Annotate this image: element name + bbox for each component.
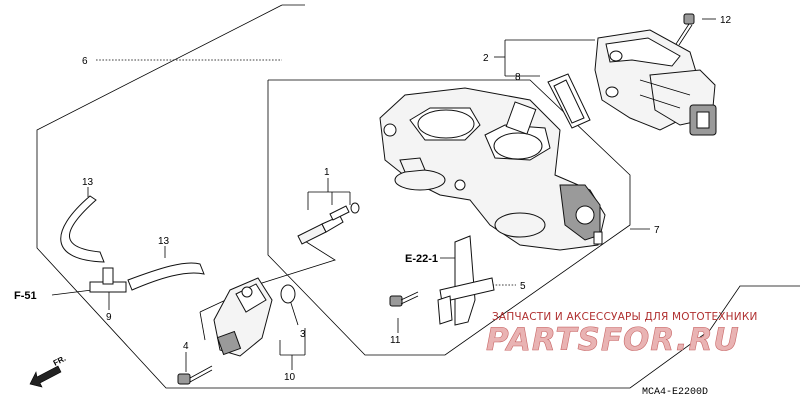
- callout-12: 12: [720, 15, 732, 26]
- front-direction-arrow-icon: FR.: [29, 354, 68, 388]
- assembly-outline-6: [36, 4, 800, 389]
- gasket: [547, 73, 591, 129]
- bracket: [437, 235, 495, 326]
- screw-12: [675, 13, 695, 46]
- callout-5: 5: [520, 281, 526, 292]
- callout-13b: 13: [158, 236, 170, 247]
- ref-e-22-1: E-22-1: [405, 253, 438, 265]
- callout-8: 8: [515, 72, 521, 83]
- callout-2: 2: [483, 53, 489, 64]
- watermark-logo: PARTSFOR.RU: [486, 322, 740, 358]
- callout-7: 7: [654, 225, 660, 236]
- callouts: 1 2 3 4 5 6 7 8 9 10 11 12 13 13: [82, 15, 732, 383]
- ref-f-51: F-51: [14, 290, 37, 302]
- diagram-code: MCA4-E2200D: [642, 387, 708, 398]
- callout-4: 4: [183, 341, 189, 352]
- callout-11: 11: [390, 335, 401, 346]
- throttle-position-sensor: [213, 277, 296, 357]
- leader-lines: [51, 18, 716, 372]
- callout-6: 6: [82, 56, 88, 67]
- callout-13a: 13: [82, 177, 94, 188]
- callout-9: 9: [106, 312, 112, 323]
- vacuum-hoses: [60, 195, 205, 291]
- hose-joint: [89, 267, 127, 293]
- screw-4: [177, 365, 213, 385]
- watermark-tagline: ЗАПЧАСТИ И АКСЕССУАРЫ ДЛЯ МОТОТЕХНИКИ: [492, 311, 758, 323]
- callout-10: 10: [284, 372, 296, 383]
- watermark: ЗАПЧАСТИ И АКСЕССУАРЫ ДЛЯ МОТОТЕХНИКИ PA…: [486, 311, 758, 358]
- adjusting-screw-set: [297, 202, 360, 245]
- throttle-body: [379, 87, 606, 251]
- callout-3: 3: [300, 329, 306, 340]
- screw-11: [389, 291, 419, 307]
- idle-air-control-valve: [594, 29, 717, 136]
- callout-1: 1: [324, 167, 330, 178]
- direction-label: FR.: [52, 354, 68, 368]
- assembly-outline-7: [267, 79, 631, 356]
